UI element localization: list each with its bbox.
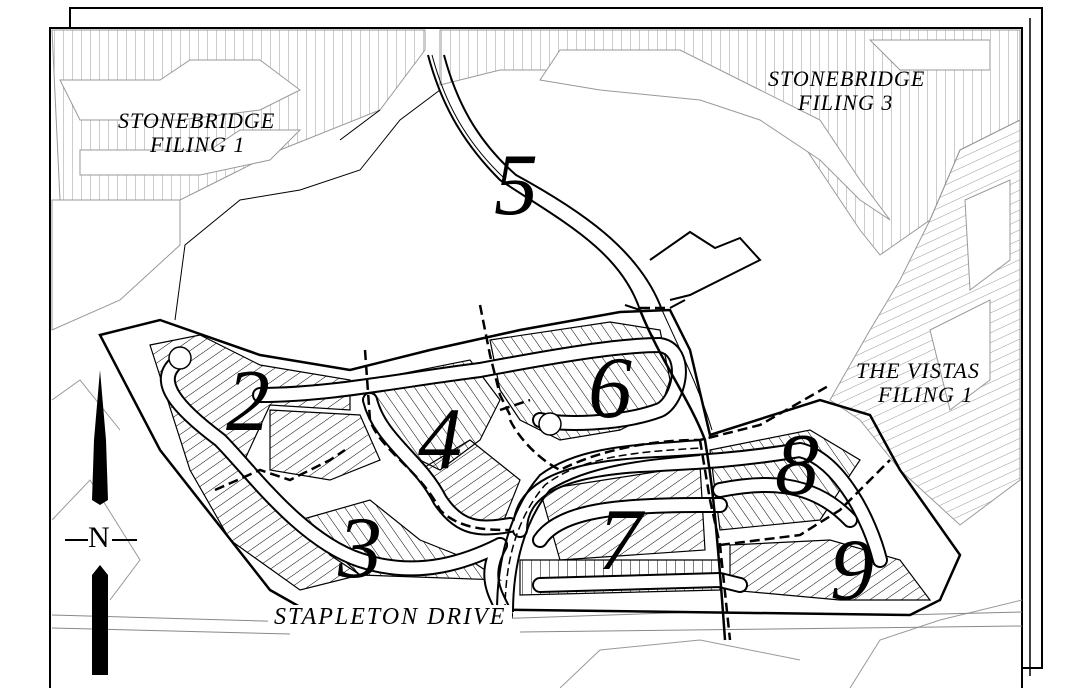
north-arrow: [65, 370, 137, 675]
north-label: N: [88, 521, 110, 554]
label-line-2: FILING 1: [878, 382, 974, 407]
phase-label-3: 3: [338, 500, 382, 597]
label-line-1: THE VISTAS: [856, 358, 980, 383]
stonebridge-filing-3-lots: [439, 29, 1021, 256]
label-stonebridge-filing-3: STONEBRIDGE FILING 3: [768, 68, 925, 114]
label-the-vistas-filing-1: THE VISTAS FILING 1: [856, 360, 980, 406]
phase-boundaries: [214, 304, 891, 641]
entry-road: [496, 439, 701, 613]
north-arrow-marks: [624, 299, 686, 311]
background-linework: [51, 379, 1023, 688]
phase-label-7: 7: [598, 492, 642, 589]
label-line-1: STONEBRIDGE: [118, 108, 276, 133]
vistas-filing-1-lots: [829, 119, 1021, 526]
collector-road-phase-5: [427, 54, 727, 641]
stonebridge-filing-1-lots: [51, 29, 426, 331]
phase-label-2: 2: [226, 353, 270, 450]
phase-boundary-double: [504, 447, 701, 613]
cul-de-sacs: [168, 346, 562, 436]
label-line-1: STONEBRIDGE: [768, 66, 926, 91]
label-line-2: FILING 3: [798, 90, 894, 115]
label-stonebridge-filing-1: STONEBRIDGE FILING 1: [118, 110, 275, 156]
label-line-2: FILING 1: [150, 132, 246, 157]
phase-label-9: 9: [830, 522, 874, 619]
road-label-stapleton-drive: STAPLETON DRIVE: [268, 605, 513, 629]
phase-label-8: 8: [775, 417, 819, 514]
phase-label-4: 4: [418, 391, 462, 488]
phase-label-6: 6: [588, 340, 632, 437]
adjacent-parcel: [649, 230, 762, 301]
phase-label-5: 5: [494, 137, 538, 234]
open-space-lines: [174, 89, 441, 321]
page-frame: [49, 7, 1043, 688]
